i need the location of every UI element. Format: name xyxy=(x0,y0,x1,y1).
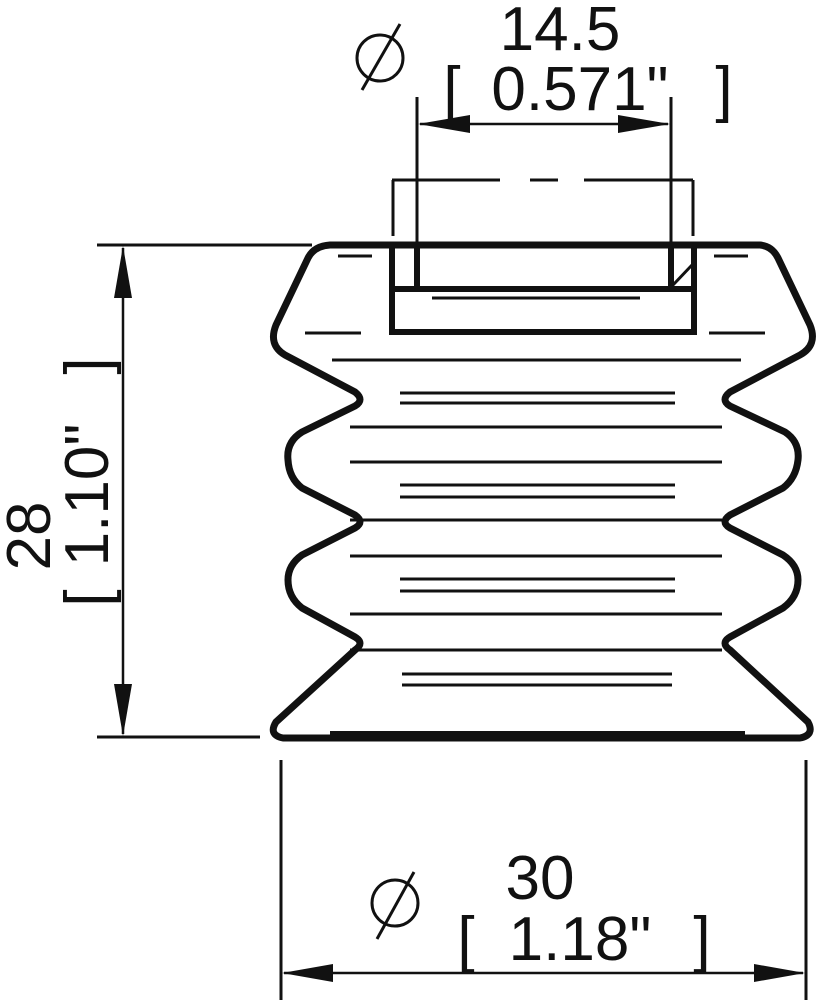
top-diameter-dimension: 14.5 [ 0.571" ] xyxy=(355,0,733,245)
arrowhead-left-icon xyxy=(282,964,333,982)
top-diameter-metric: 14.5 xyxy=(500,0,621,64)
arrowhead-left-icon xyxy=(418,115,470,133)
top-diameter-bracket-close: ] xyxy=(715,55,732,124)
bellows-body xyxy=(269,241,816,742)
arrowhead-down-icon xyxy=(114,684,132,736)
bottom-diameter-bracket-open: [ xyxy=(457,905,474,974)
height-imperial: 1.10" xyxy=(53,424,122,567)
arrowhead-right-icon xyxy=(618,115,670,133)
bottom-diameter-imperial: 1.18" xyxy=(509,905,652,974)
arrowhead-up-icon xyxy=(114,246,132,298)
diameter-symbol-icon xyxy=(355,23,405,91)
diameter-symbol-icon xyxy=(370,871,420,940)
shading-lines xyxy=(305,254,765,687)
bottom-diameter-dimension: 30 [ 1.18" ] xyxy=(279,760,808,1000)
top-diameter-bracket-open: [ xyxy=(443,55,460,124)
arrowhead-right-icon xyxy=(754,964,805,982)
height-bracket-open: [ xyxy=(53,589,122,606)
bellows-outline xyxy=(269,241,816,742)
bottom-diameter-bracket-close: ] xyxy=(693,905,710,974)
top-diameter-imperial: 0.571" xyxy=(491,55,668,124)
height-bracket-close: ] xyxy=(53,357,122,374)
height-dimension: 28 ] 1.10" [ xyxy=(0,243,312,739)
height-metric: 28 xyxy=(0,502,64,571)
bottom-diameter-metric: 30 xyxy=(506,844,575,913)
fitting-outline xyxy=(389,178,697,335)
